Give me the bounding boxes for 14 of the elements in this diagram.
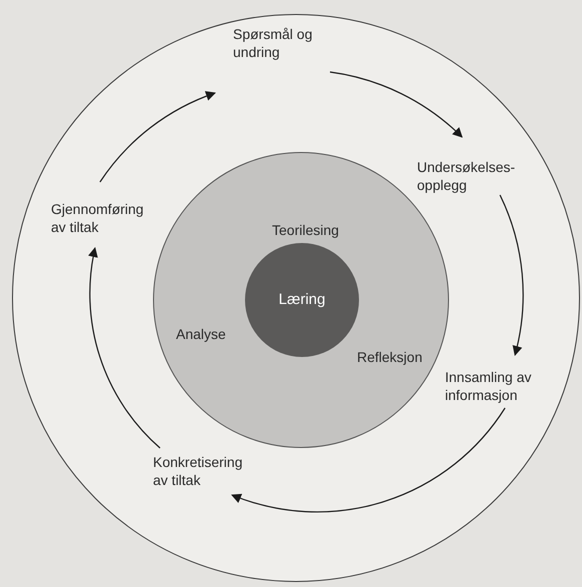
ring-label: Refleksjon <box>357 349 422 365</box>
curved-arrow <box>499 194 524 356</box>
step-label: Undersøkelses- opplegg <box>417 158 516 194</box>
curved-arrow <box>231 408 506 512</box>
step-label: Spørsmål og undring <box>233 25 314 61</box>
curved-arrow <box>330 71 463 138</box>
curved-arrow <box>100 92 216 182</box>
step-label: Innsamling av informasjon <box>445 368 532 404</box>
curved-arrow <box>88 247 160 448</box>
ring-label: Analyse <box>176 326 226 342</box>
center-label: Læring <box>278 290 326 310</box>
step-label: Konkretisering av tiltak <box>153 453 244 489</box>
ring-label: Teorilesing <box>272 222 339 238</box>
step-label: Gjennomføring av tiltak <box>51 200 145 236</box>
